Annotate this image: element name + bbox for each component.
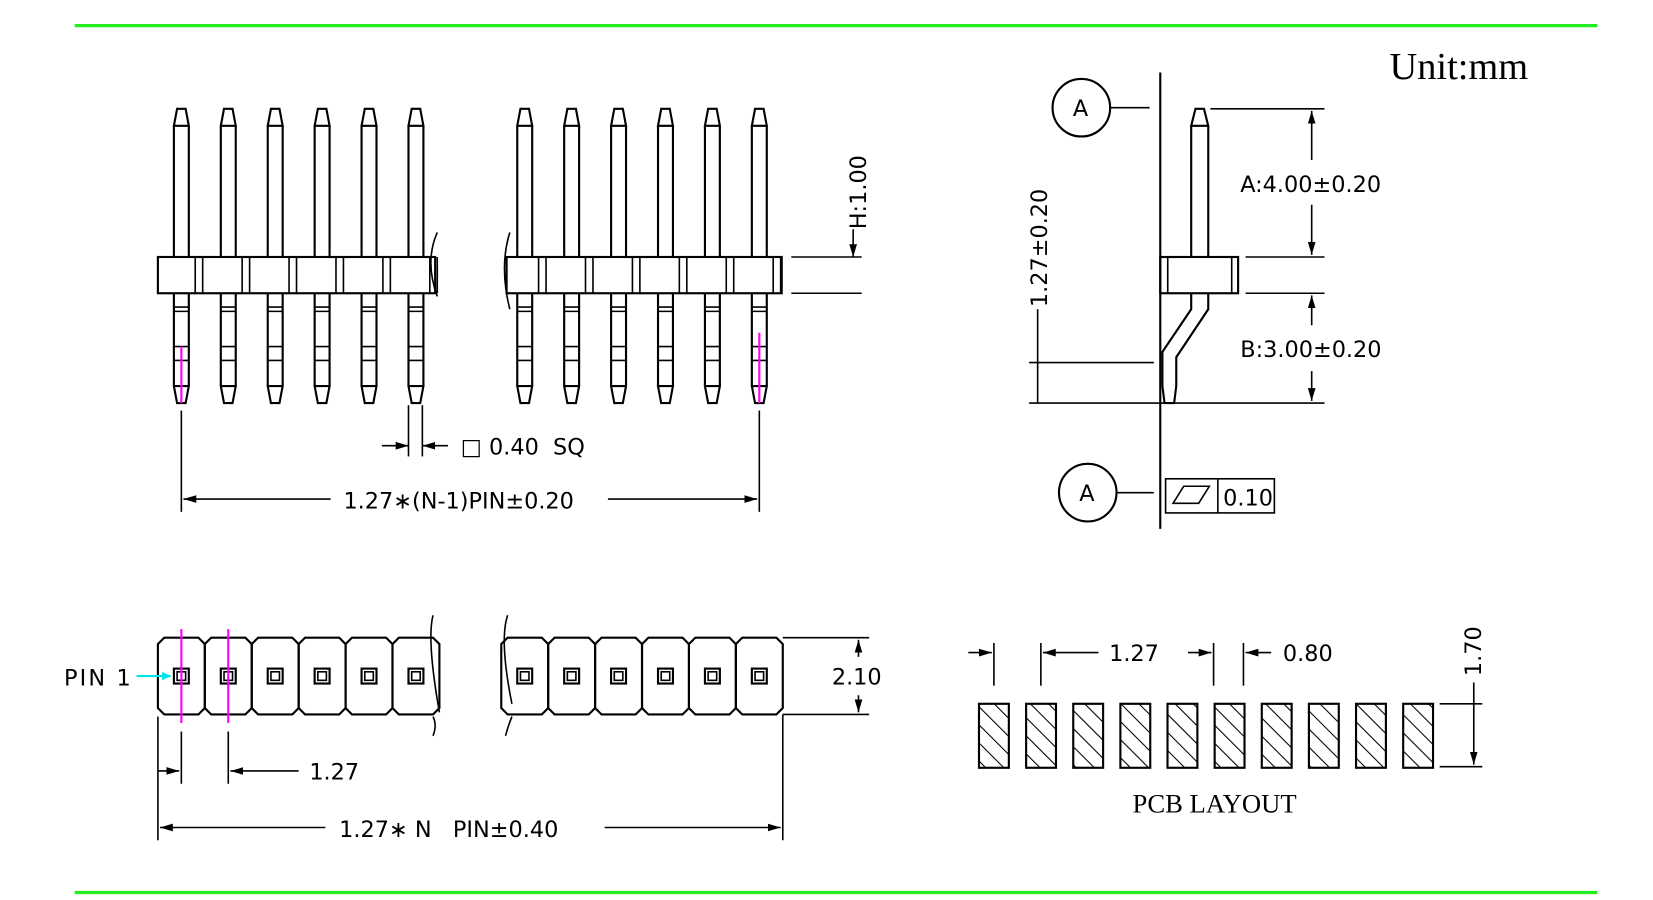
top-pin-cell xyxy=(203,629,253,723)
pad-height-label: 1.70 xyxy=(1461,626,1487,676)
pad-width-label: 0.80 xyxy=(1283,641,1333,667)
top-view xyxy=(156,629,784,723)
pin xyxy=(703,107,735,405)
width-label: 2.10 xyxy=(832,665,882,691)
top-pin-cell xyxy=(500,636,550,716)
pin xyxy=(172,107,204,405)
pcb-pad xyxy=(1402,702,1435,769)
flatness-value: 0.10 xyxy=(1223,485,1273,511)
dim-b-label: B:3.00±0.20 xyxy=(1240,337,1381,363)
housing-right xyxy=(505,255,783,295)
offset-label: 1.27±0.20 xyxy=(1027,189,1053,307)
pin xyxy=(656,107,688,405)
front-view-break xyxy=(430,232,511,310)
pin1-label: PIN 1 xyxy=(64,666,133,692)
pcb-pad xyxy=(1166,702,1199,769)
pcb-pad xyxy=(1213,702,1246,769)
pin-square-label: □ 0.40 SQ xyxy=(461,434,585,460)
housing-left xyxy=(156,255,437,295)
unit-label: Unit:mm xyxy=(1390,46,1529,88)
pcb-pad xyxy=(1354,702,1387,769)
flatness-frame xyxy=(1164,477,1276,514)
pin xyxy=(562,107,594,405)
pcb-pad xyxy=(1072,702,1105,769)
pin xyxy=(515,107,547,405)
top-pin-cell xyxy=(344,636,394,716)
datum-a-bottom: A xyxy=(1079,481,1095,507)
pcb-pad xyxy=(1260,702,1293,769)
height-label: H:1.00 xyxy=(846,155,872,229)
flatness-icon xyxy=(1171,485,1211,505)
top-pitch-label: 1.27 xyxy=(309,760,359,786)
top-pin-cell xyxy=(547,636,597,716)
top-pin-cell xyxy=(297,636,347,716)
top-pin-cell xyxy=(594,636,644,716)
pcb-layout-title: PCB LAYOUT xyxy=(1133,789,1297,819)
top-pin-cell xyxy=(156,629,206,723)
pin xyxy=(609,107,641,405)
top-pin-cell xyxy=(687,636,737,716)
pin xyxy=(219,107,251,405)
pin xyxy=(266,107,298,405)
pin xyxy=(750,107,782,405)
pin xyxy=(313,107,345,405)
top-pin-cell xyxy=(250,636,300,716)
pcb-pitch-label: 1.27 xyxy=(1109,641,1159,667)
total-length-label: 1.27∗ N PIN±0.40 xyxy=(339,817,558,843)
side-housing xyxy=(1159,255,1240,295)
top-pin-cell xyxy=(391,636,441,716)
dim-a-label: A:4.00±0.20 xyxy=(1240,172,1381,198)
pin xyxy=(407,107,439,405)
top-pin-cell xyxy=(734,636,784,716)
pcb-pad xyxy=(1119,702,1152,769)
top-pin-cell xyxy=(640,636,691,716)
pcb-layout xyxy=(977,702,1435,769)
pitch-total-label: 1.27∗(N-1)PIN±0.20 xyxy=(343,489,573,515)
pcb-pad xyxy=(977,702,1010,769)
datum-a-top: A xyxy=(1073,96,1089,122)
pcb-pad xyxy=(1307,702,1340,769)
pcb-pad xyxy=(1025,702,1058,769)
front-view xyxy=(172,107,782,405)
pin xyxy=(360,107,392,405)
